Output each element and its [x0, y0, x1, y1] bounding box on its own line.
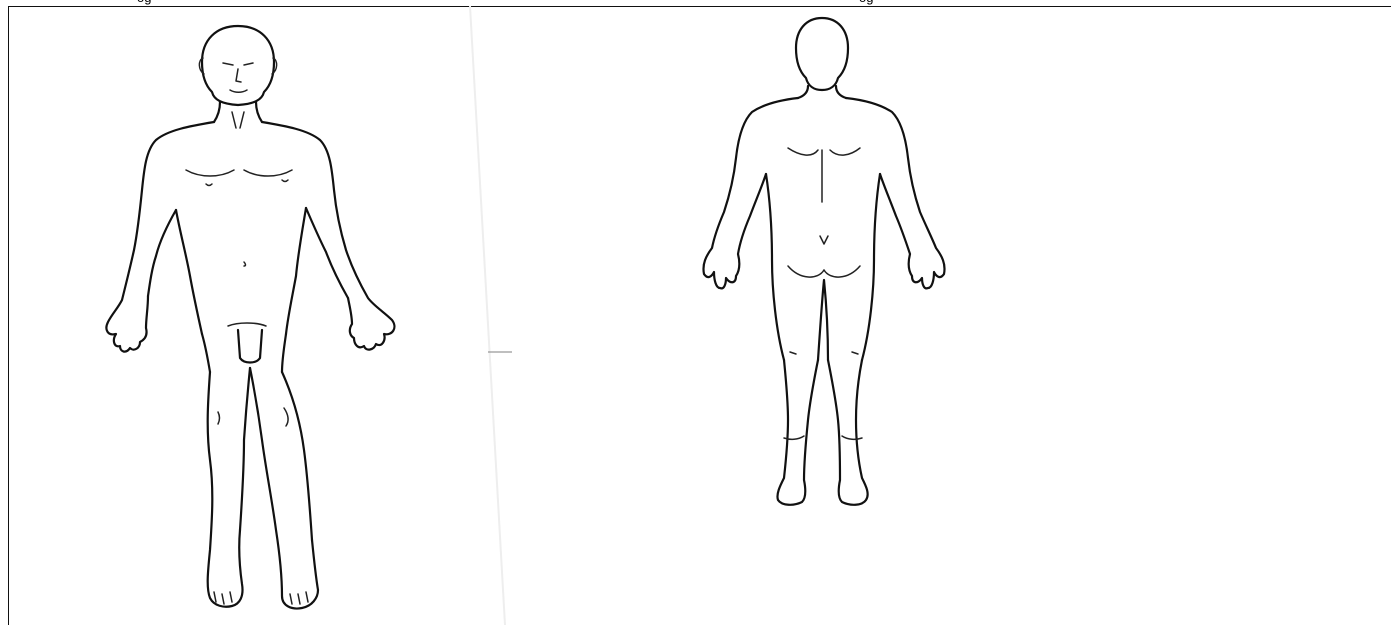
paper-scan-edge [470, 6, 512, 625]
human-front-outline-icon [106, 26, 394, 609]
human-back-outline-icon [703, 18, 944, 505]
